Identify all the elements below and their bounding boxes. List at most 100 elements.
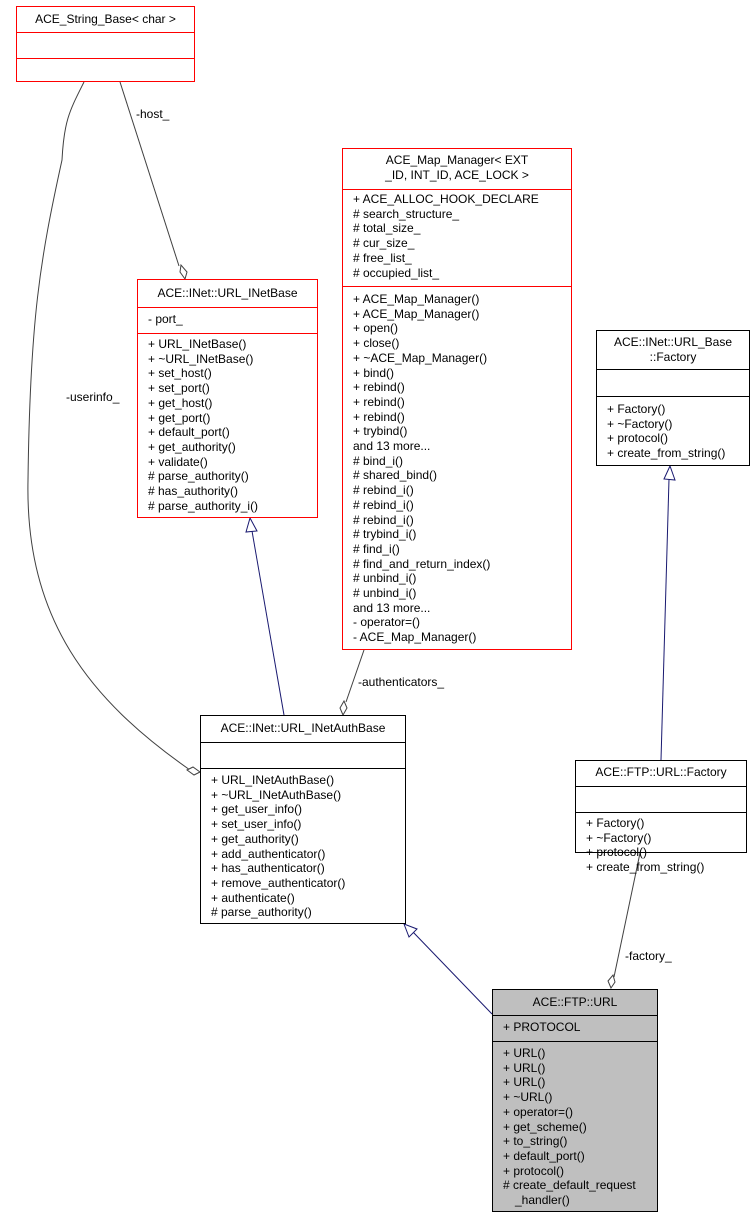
- arrow-inherit-inetbase: [245, 516, 258, 533]
- operation: # parse_authority(): [148, 469, 249, 484]
- operation: + protocol(): [607, 431, 669, 446]
- operation: + URL(): [503, 1075, 546, 1090]
- edge-authenticators: [345, 649, 365, 703]
- label-host: -host_: [136, 107, 170, 121]
- operations-section: + URL_INetBase() + ~URL_INetBase() + set…: [138, 333, 317, 517]
- operation: + remove_authenticator(): [211, 875, 346, 890]
- operation: + bind(): [353, 365, 395, 380]
- operations-section: + Factory() + ~Factory() + protocol() + …: [576, 812, 746, 874]
- diamond-userinfo: [186, 766, 201, 776]
- class-name: ACE::INet::URL_Base ::Factory: [613, 335, 733, 364]
- operation: + get_host(): [148, 395, 213, 410]
- arrow-inherit-authbase: [403, 923, 418, 938]
- operation: + ACE_Map_Manager(): [353, 306, 480, 321]
- edge-userinfo: [27, 81, 191, 771]
- operation: # rebind_i(): [353, 497, 414, 512]
- class-name: ACE::FTP::URL::Factory: [595, 765, 727, 779]
- operation: # rebind_i(): [353, 483, 414, 498]
- operation: + Factory(): [586, 816, 645, 830]
- operation: + authenticate(): [211, 890, 295, 905]
- edge-inherit-factory: [660, 478, 670, 761]
- class-name: ACE::INet::URL_INetBase: [157, 286, 298, 300]
- operation: # find_i(): [353, 541, 400, 556]
- operation: # trybind_i(): [353, 527, 417, 542]
- attributes-section: [17, 32, 194, 58]
- operation: + URL(): [503, 1046, 546, 1060]
- operation: + URL_INetAuthBase(): [211, 773, 335, 787]
- attributes-section: [576, 786, 746, 812]
- operation: + Factory(): [607, 402, 666, 416]
- label-userinfo: -userinfo_: [66, 390, 120, 404]
- operations-section: + ACE_Map_Manager() + ACE_Map_Manager() …: [343, 286, 571, 649]
- class-url-inetauthbase[interactable]: ACE::INet::URL_INetAuthBase + URL_INetAu…: [200, 715, 406, 924]
- class-ace-string-base[interactable]: ACE_String_Base< char >: [16, 6, 195, 82]
- attributes-section: + ACE_ALLOC_HOOK_DECLARE # search_struct…: [343, 189, 571, 286]
- operation: # unbind_i(): [353, 586, 417, 601]
- operation: # parse_authority(): [211, 905, 312, 920]
- operation: + ~Factory(): [607, 416, 673, 431]
- arrow-inherit-factory: [663, 464, 676, 481]
- operation: and 13 more...: [353, 600, 431, 615]
- operation: # parse_authority_i(): [148, 498, 259, 513]
- operation: + rebind(): [353, 394, 405, 409]
- operation: + get_scheme(): [503, 1119, 587, 1134]
- operation: # create_default_request: [503, 1178, 636, 1193]
- attribute: # free_list_: [353, 250, 412, 265]
- attribute: # cur_size_: [353, 236, 415, 251]
- operation: # rebind_i(): [353, 512, 414, 527]
- operation: + default_port(): [148, 425, 230, 440]
- operation: + ~ACE_Map_Manager(): [353, 350, 488, 365]
- attribute: # total_size_: [353, 221, 421, 236]
- operation: - operator=(): [353, 615, 421, 630]
- class-ftp-url[interactable]: ACE::FTP::URL + PROTOCOL + URL() + URL()…: [492, 989, 658, 1212]
- operation: + create_from_string(): [607, 446, 726, 461]
- operation: _handler(): [515, 1193, 570, 1208]
- operation: + ACE_Map_Manager(): [353, 292, 480, 306]
- diamond-host: [179, 263, 188, 281]
- operation: + operator=(): [503, 1104, 574, 1119]
- class-ace-map-manager[interactable]: ACE_Map_Manager< EXT _ID, INT_ID, ACE_LO…: [342, 148, 572, 650]
- operation: - ACE_Map_Manager(): [353, 630, 477, 645]
- operation: + ~Factory(): [586, 830, 652, 845]
- operation: + set_host(): [148, 366, 212, 381]
- operation: + validate(): [148, 454, 208, 469]
- operation: + ~URL(): [503, 1090, 553, 1105]
- operation: + URL(): [503, 1060, 546, 1075]
- class-url-base-factory[interactable]: ACE::INet::URL_Base ::Factory + Factory(…: [596, 330, 750, 466]
- operation: + get_authority(): [211, 831, 299, 846]
- operation: + rebind(): [353, 380, 405, 395]
- operation: + trybind(): [353, 424, 408, 439]
- operations-section: + URL() + URL() + URL() + ~URL() + opera…: [493, 1041, 657, 1211]
- operation: + set_user_info(): [211, 817, 302, 832]
- class-url-inetbase[interactable]: ACE::INet::URL_INetBase - port_ + URL_IN…: [137, 279, 318, 518]
- operation: # bind_i(): [353, 453, 404, 468]
- operations-section: [17, 58, 194, 82]
- attribute: + ACE_ALLOC_HOOK_DECLARE: [353, 192, 539, 206]
- attribute: # search_structure_: [353, 206, 460, 221]
- class-ftp-url-factory[interactable]: ACE::FTP::URL::Factory + Factory() + ~Fa…: [575, 760, 747, 874]
- operation: + URL_INetBase(): [148, 337, 247, 351]
- operation: + get_user_info(): [211, 802, 303, 817]
- operation: + ~URL_INetAuthBase(): [211, 787, 342, 802]
- edge-inherit-authbase: [412, 931, 493, 1015]
- attributes-section: - port_: [138, 307, 317, 333]
- class-name: ACE::FTP::URL: [532, 995, 618, 1009]
- operation: + close(): [353, 336, 400, 351]
- class-name: ACE_String_Base< char >: [35, 12, 176, 26]
- operation: + create_from_string(): [586, 860, 705, 875]
- operation: # unbind_i(): [353, 571, 417, 586]
- label-authenticators: -authenticators_: [358, 675, 445, 689]
- operation: + rebind(): [353, 409, 405, 424]
- operation: and 13 more...: [353, 439, 431, 454]
- operation: + open(): [353, 321, 399, 336]
- edge-host: [119, 81, 180, 267]
- operation: + get_authority(): [148, 439, 236, 454]
- diamond-factory: [607, 973, 616, 990]
- operation: + protocol(): [586, 845, 648, 860]
- operation: + default_port(): [503, 1148, 585, 1163]
- operation: + ~URL_INetBase(): [148, 351, 254, 366]
- operation: + get_port(): [148, 410, 211, 425]
- class-name: ACE_Map_Manager< EXT _ID, INT_ID, ACE_LO…: [385, 153, 529, 182]
- class-name: ACE::INet::URL_INetAuthBase: [220, 721, 386, 735]
- operation: + add_authenticator(): [211, 846, 326, 861]
